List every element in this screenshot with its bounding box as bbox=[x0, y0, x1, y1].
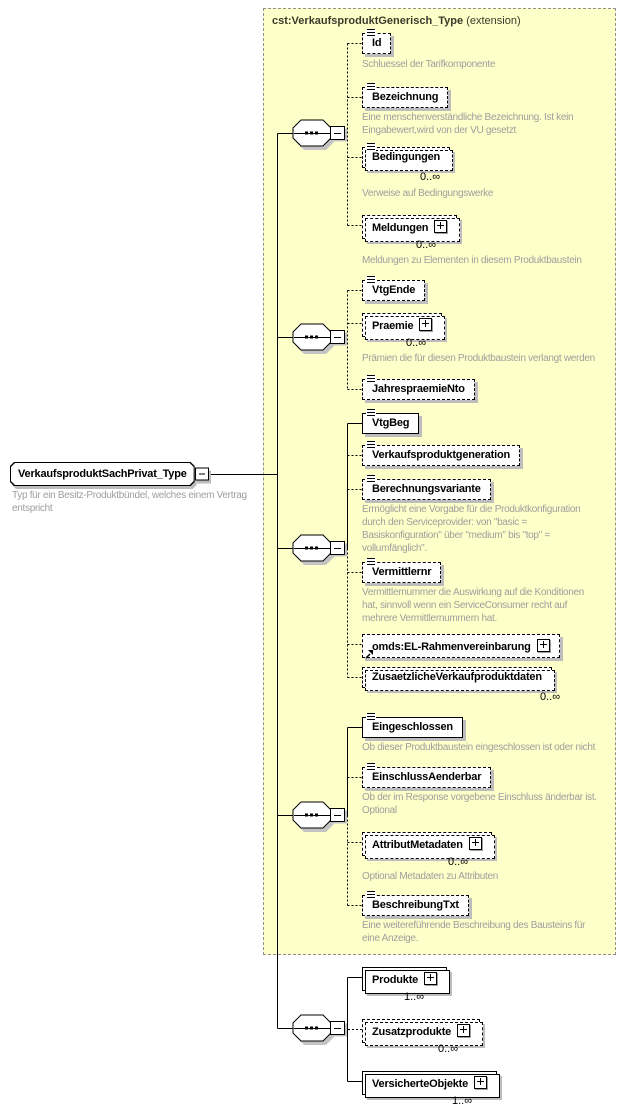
annotation: Schluessel der Tarifkomponente bbox=[362, 59, 496, 70]
element-label: Vermittlernr bbox=[372, 566, 432, 578]
element-label: Id bbox=[372, 37, 382, 49]
sequence-compositor[interactable] bbox=[292, 119, 347, 150]
simple-content-icon bbox=[366, 713, 376, 721]
simple-content-icon bbox=[366, 276, 376, 284]
element-beschreibungtxt[interactable]: BeschreibungTxt bbox=[362, 891, 469, 916]
element-produkte[interactable]: Produkte bbox=[362, 967, 451, 994]
element-versicherteobjekte[interactable]: VersicherteObjekte bbox=[362, 1071, 501, 1098]
simple-content-icon bbox=[366, 29, 376, 37]
simple-content-icon bbox=[366, 83, 376, 91]
occurrence-label: 1..∞ bbox=[452, 1095, 473, 1107]
occurrence-label: 0..∞ bbox=[540, 691, 561, 703]
element-label: BeschreibungTxt bbox=[372, 899, 459, 911]
element-label: Eingeschlossen bbox=[372, 721, 453, 733]
element-eingeschlossen[interactable]: Eingeschlossen bbox=[362, 713, 463, 738]
root-type[interactable]: VerkaufsproduktSachPrivat_Type bbox=[10, 462, 209, 486]
element-zusaetzlicheverkaufproduktdaten[interactable]: ZusaetzlicheVerkaufproduktdaten bbox=[362, 667, 555, 691]
annotation: Meldungen zu Elementen in diesem Produkt… bbox=[362, 255, 582, 266]
expand-icon[interactable] bbox=[424, 972, 438, 985]
annotation: Ob der im Response vorgebene Einschluss … bbox=[362, 792, 597, 816]
expand-icon[interactable] bbox=[419, 318, 433, 331]
dashed-connectors bbox=[344, 43, 362, 1030]
simple-content-icon bbox=[366, 558, 376, 566]
element-label: VersicherteObjekte bbox=[372, 1078, 469, 1090]
reference-arrow-icon bbox=[365, 650, 374, 659]
element-bedingungen[interactable]: Bedingungen bbox=[362, 143, 454, 171]
element-einschlussaenderbar[interactable]: EinschlussAenderbar bbox=[362, 763, 492, 788]
expand-icon[interactable] bbox=[457, 1024, 471, 1037]
element-label: Meldungen bbox=[372, 222, 429, 234]
element-label: Bezeichnung bbox=[372, 91, 439, 103]
expand-icon[interactable] bbox=[474, 1076, 488, 1089]
element-label: ZusaetzlicheVerkaufproduktdaten bbox=[372, 671, 542, 683]
annotation: Eine weitereführende Beschreibung des Ba… bbox=[362, 920, 586, 944]
expand-icon[interactable] bbox=[468, 837, 482, 850]
annotation: Prämien die für diesen Produktbaustein v… bbox=[362, 353, 595, 364]
occurrence-label: 0..∞ bbox=[438, 1043, 459, 1055]
annotation: Vermittlernummer die Auswirkung auf die … bbox=[362, 587, 585, 624]
sequence-compositor[interactable] bbox=[292, 1014, 347, 1045]
simple-content-icon bbox=[366, 143, 376, 151]
element-label: EinschlussAenderbar bbox=[372, 771, 482, 783]
annotation: Typ für ein Besitz-Produktbündel, welche… bbox=[12, 490, 247, 514]
element-label: omds:EL-Rahmenvereinbarung bbox=[372, 641, 531, 653]
element-label: Praemie bbox=[372, 320, 414, 332]
annotation: Ob dieser Produktbaustein eingeschlossen… bbox=[362, 742, 596, 753]
element-attributmetadaten[interactable]: AttributMetadaten bbox=[362, 832, 495, 859]
element-label: VtgBeg bbox=[372, 417, 410, 429]
base-type-name: cst:VerkaufsproduktGenerisch_Type bbox=[272, 15, 464, 27]
element-label: AttributMetadaten bbox=[372, 839, 463, 851]
expand-icon[interactable] bbox=[536, 639, 550, 652]
collapse-icon[interactable] bbox=[194, 467, 209, 481]
element-label: Produkte bbox=[372, 974, 419, 986]
element-label: Berechnungsvariante bbox=[372, 483, 481, 495]
annotation: Optional Metadaten zu Attributen bbox=[362, 871, 499, 882]
element-vtgbeg[interactable]: VtgBeg bbox=[362, 409, 420, 434]
element-label: JahrespraemieNto bbox=[372, 383, 465, 395]
sequence-compositor[interactable] bbox=[292, 323, 347, 354]
expand-icon[interactable] bbox=[434, 220, 448, 233]
element-label: Verkaufsproduktgeneration bbox=[372, 449, 511, 461]
occurrence-label: 0..∞ bbox=[448, 856, 469, 868]
element-praemie[interactable]: Praemie bbox=[362, 313, 446, 340]
solid-connectors bbox=[190, 133, 362, 1082]
element-jahrespraemiento[interactable]: JahrespraemieNto bbox=[362, 375, 475, 400]
occurrence-label: 0..∞ bbox=[420, 171, 441, 183]
sequence-compositor[interactable] bbox=[292, 534, 347, 565]
element-berechnungsvariante[interactable]: Berechnungsvariante bbox=[362, 475, 491, 500]
extension-kind-label: (extension) bbox=[466, 15, 521, 27]
extension-title: cst:VerkaufsproduktGenerisch_Type (exten… bbox=[272, 15, 521, 27]
element-vermittlernr[interactable]: Vermittlernr bbox=[362, 558, 442, 583]
element-label: VtgEnde bbox=[372, 284, 416, 296]
element-bezeichnung[interactable]: Bezeichnung bbox=[362, 83, 449, 108]
annotation: Ermöglicht eine Vorgabe für die Produktk… bbox=[362, 504, 581, 554]
sequence-compositor[interactable] bbox=[292, 801, 347, 832]
element-verkaufsproduktgeneration[interactable]: Verkaufsproduktgeneration bbox=[362, 441, 521, 466]
element-label: Bedingungen bbox=[372, 151, 441, 163]
occurrence-label: 1..∞ bbox=[404, 991, 425, 1003]
element-omds-el-rahmenvereinbarung[interactable]: omds:EL-Rahmenvereinbarung bbox=[362, 634, 560, 659]
occurrence-label: 0..∞ bbox=[416, 239, 437, 251]
root-type-name: VerkaufsproduktSachPrivat_Type bbox=[11, 463, 194, 485]
simple-content-icon bbox=[366, 409, 376, 417]
simple-content-icon bbox=[366, 441, 376, 449]
occurrence-label: 0..∞ bbox=[406, 337, 427, 349]
element-meldungen[interactable]: Meldungen bbox=[362, 215, 461, 242]
element-vtgende[interactable]: VtgEnde bbox=[362, 276, 426, 301]
annotation: Eine menschenverständliche Bezeichnung. … bbox=[362, 112, 574, 136]
annotation: Verweise auf Bedingungswerke bbox=[362, 188, 494, 199]
simple-content-icon bbox=[366, 763, 376, 771]
simple-content-icon bbox=[366, 375, 376, 383]
element-id[interactable]: Id bbox=[362, 29, 392, 54]
simple-content-icon bbox=[366, 891, 376, 899]
element-zusatzprodukte[interactable]: Zusatzprodukte bbox=[362, 1019, 484, 1046]
simple-content-icon bbox=[366, 475, 376, 483]
element-label: Zusatzprodukte bbox=[372, 1026, 452, 1038]
